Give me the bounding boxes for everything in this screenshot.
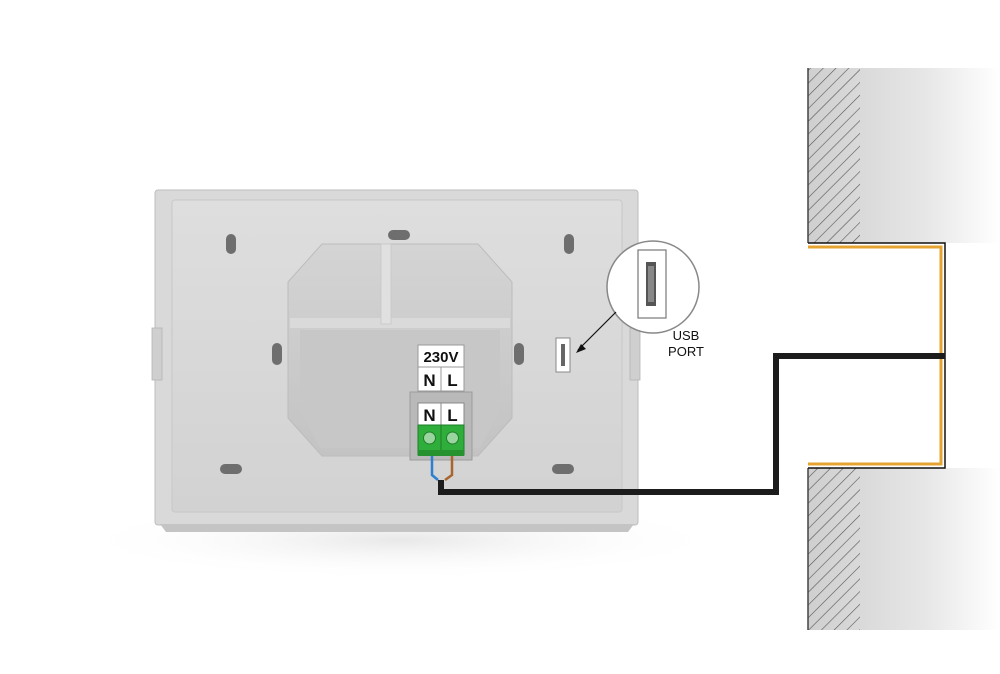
screw-neutral <box>423 431 436 445</box>
thermostat-back: 230V N L N L <box>151 189 641 532</box>
voltage-label-panel: 230V N L <box>417 344 465 392</box>
usb-port-slot <box>561 344 565 366</box>
side-clip-left <box>151 327 163 381</box>
screw-live <box>446 431 459 445</box>
live-label: L <box>447 371 457 390</box>
wire-neutral <box>430 456 439 481</box>
usb-callout: USB PORT <box>576 240 704 359</box>
usb-label-line1: USB <box>673 328 700 343</box>
mounting-slots <box>220 230 574 474</box>
side-clip-right <box>629 327 641 381</box>
wall-hatch-lower <box>808 468 860 630</box>
slot-bottom-left <box>220 464 242 474</box>
main-cable <box>438 353 945 495</box>
device-bottom-edge <box>160 524 634 532</box>
terminal-block: N L <box>417 402 465 456</box>
wire-live <box>444 456 454 482</box>
slot-mid-right <box>514 343 524 365</box>
voltage-label: 230V <box>423 349 458 366</box>
neutral-label: N <box>423 371 435 390</box>
slot-bottom-right <box>552 464 574 474</box>
terminal-live-label: L <box>447 406 457 425</box>
slot-top-left <box>226 234 236 254</box>
wall-section <box>807 68 1000 630</box>
module-rib <box>380 243 392 325</box>
slot-top-center <box>388 230 410 240</box>
slot-mid-left <box>272 343 282 365</box>
module-ledge <box>290 318 510 328</box>
usb-callout-arrow <box>577 311 617 351</box>
terminal-neutral-label: N <box>423 406 435 425</box>
slot-top-right <box>564 234 574 254</box>
usb-label-line2: PORT <box>668 344 704 359</box>
wall-hatch-upper <box>808 68 860 243</box>
wiring <box>430 353 945 495</box>
